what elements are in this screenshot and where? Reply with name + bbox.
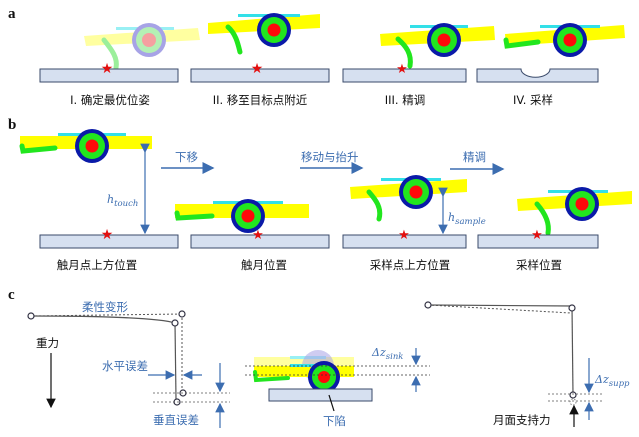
joint-node [568,304,576,312]
horizontal-error-label: 水平误差 [102,359,148,373]
arrow-label-move-and-lift: 移动与抬升 [301,150,359,164]
vertical-line [571,305,574,396]
wheel [553,23,587,57]
sink-label: 下陷 [323,414,346,428]
target-star-icon: ★ [396,61,408,76]
wheel [399,175,433,209]
joint-node [27,312,35,320]
a-step2-scene: ★ II. 移至目标点附近 [190,13,330,107]
gravity-label: 重力 [36,336,59,350]
joint-node [178,310,186,318]
step-label-4: IV. 采样 [513,93,553,107]
a-step4-scene: IV. 采样 [476,23,625,107]
deformed-arm-line [30,315,176,324]
support-force-label: 月面支持力 [493,413,551,427]
arm-bar [254,366,354,377]
leg-arm [174,210,215,221]
a-step3-scene: ★ III. 精调 [342,23,495,107]
ground-plate [342,234,467,249]
step-label-2: II. 移至目标点附近 [213,93,308,107]
leg-arm [534,201,551,236]
ground-plate [190,68,330,83]
ground-plate [477,234,599,249]
dz-supp-label: Δzsupp [594,373,630,389]
step-label-3: III. 精调 [385,93,426,107]
joint-node-dashed [569,398,577,406]
panel-label-a: a [8,6,16,22]
target-star-icon: ★ [398,227,410,242]
flex-deformation-label: 柔性变形 [82,300,128,314]
sink-pointer-line [328,394,335,412]
h-sample-label: hsample [448,211,486,227]
arrow-label-move-down: 下移 [175,150,198,164]
arm-line [427,304,573,307]
wheel [427,23,461,57]
joint-node [569,391,577,399]
joint-node [171,319,179,327]
target-star-icon: ★ [251,62,264,77]
wheel [308,361,340,393]
wheel [75,129,109,163]
arrow-label-fine-tune: 精调 [463,150,486,164]
ground-plate [39,68,179,83]
ground-plate-with-pit [476,68,599,83]
target-star-icon: ★ [252,227,264,242]
ground-plate [342,68,467,83]
leg-arm [19,143,58,154]
joint-node [424,301,432,309]
leg-arm [395,36,413,69]
wheel [565,187,599,221]
position-label-3: 采样点上方位置 [370,258,451,272]
target-star-icon: ★ [101,228,114,243]
leg-arm [225,24,243,55]
position-label-4: 采样位置 [516,258,562,272]
leg-arm [101,37,119,71]
ground-plate [268,388,373,402]
panel-label-c: c [8,287,15,303]
c-flex-deformation: 柔性变形 重力 水平误差 垂直误差 [27,300,230,428]
vertical-error-label: 垂直误差 [153,413,199,427]
ground-plate [190,234,330,249]
leg-arm [366,189,383,222]
step-label-1: I. 确定最优位姿 [70,93,150,107]
b-scene-above-touch: ★ htouch 触月点上方位置 [19,129,179,272]
b-scene-above-sample: ★ hsample 采样点上方位置 [342,175,486,272]
target-star-icon: ★ [101,62,114,77]
deformed-vertical-line [174,322,177,400]
c-sinking: Δzsink 下陷 [245,346,430,428]
panel-label-b: b [8,117,16,133]
dz-sink-label: Δzsink [371,346,403,362]
leg-arm [253,370,290,383]
h-touch-label: htouch [107,193,138,209]
wheel [257,13,291,47]
leg-arm [503,37,541,49]
c-lunar-support: Δzsupp 月面支持力 [424,301,630,427]
cyan-strip [290,364,326,367]
position-label-2: 触月位置 [241,258,287,272]
ground-plate [39,234,179,249]
b-scene-touch: ★ 触月位置 [174,199,330,272]
a-step1-scene: ★ I. 确定最优位姿 [39,23,200,107]
target-star-icon: ★ [531,227,543,242]
wheel-faded [132,23,166,57]
position-label-1: 触月点上方位置 [57,258,138,272]
b-scene-sample: ★ 采样位置 [477,187,632,272]
